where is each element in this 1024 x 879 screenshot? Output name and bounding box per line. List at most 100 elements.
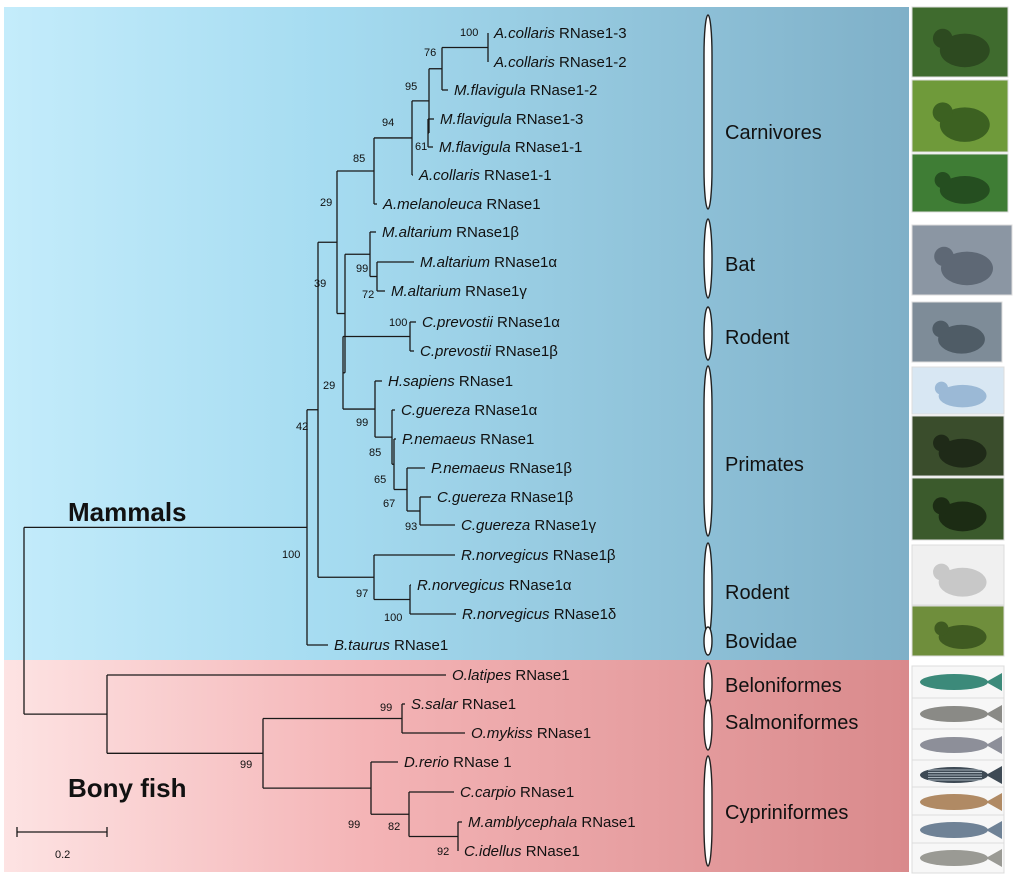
- leaf-label: P.nemaeus RNase1β: [431, 460, 572, 477]
- leaf-species: R.norvegicus: [462, 606, 550, 623]
- leaf-species: P.nemaeus: [431, 460, 505, 477]
- tree-branches: [23, 33, 489, 851]
- leaf-label: R.norvegicus RNase1β: [461, 547, 616, 564]
- leaf-species: M.flavigula: [454, 82, 526, 99]
- grass-carp-thumbnail: [911, 842, 1005, 874]
- bootstrap-value: 39: [314, 278, 326, 290]
- leaf-label: P.nemaeus RNase1: [402, 431, 534, 448]
- bootstrap-value: 65: [374, 474, 386, 486]
- leaf-gene: RNase1α: [490, 254, 557, 271]
- leaf-label: D.rerio RNase 1: [404, 754, 512, 771]
- leaf-gene: RNase1: [476, 431, 534, 448]
- leaf-species: A.melanoleuca: [382, 196, 482, 213]
- bootstrap-value: 99: [348, 819, 360, 831]
- leaf-species: M.altarium: [420, 254, 490, 271]
- leaf-species: M.flavigula: [439, 139, 511, 156]
- leaf-gene: RNase1-1: [480, 167, 552, 184]
- leaf-label: R.norvegicus RNase1α: [417, 577, 572, 594]
- group-bracket: [703, 626, 713, 656]
- leaf-label: B.taurus RNase1: [334, 637, 448, 654]
- bootstrap-value: 67: [383, 498, 395, 510]
- bootstrap-value: 95: [405, 81, 417, 93]
- leaf-species: M.altarium: [382, 224, 452, 241]
- leaf-label: C.guereza RNase1α: [401, 402, 538, 419]
- leaf-label: M.flavigula RNase1-2: [454, 82, 597, 99]
- leaf-gene: RNase1: [577, 814, 635, 831]
- leaf-gene: RNase1-1: [511, 139, 583, 156]
- leaf-gene: RNase1: [482, 196, 540, 213]
- leaf-gene: RNase1β: [505, 460, 572, 477]
- leaf-gene: RNase1γ: [461, 283, 527, 300]
- leaf-species: C.carpio: [460, 784, 516, 801]
- leaf-species: H.sapiens: [388, 373, 455, 390]
- leaf-label: C.carpio RNase1: [460, 784, 574, 801]
- leaf-label: C.idellus RNase1: [464, 843, 580, 860]
- bootstrap-value: 99: [356, 417, 368, 429]
- scale-bar: 0.2: [16, 827, 108, 861]
- group-label: Primates: [725, 454, 804, 476]
- bootstrap-value: 92: [437, 846, 449, 858]
- leaf-label: O.mykiss RNase1: [471, 725, 591, 742]
- bootstrap-value: 29: [323, 380, 335, 392]
- giant-panda-thumbnail: [911, 153, 1009, 213]
- leaf-label: C.guereza RNase1β: [437, 489, 574, 506]
- group-label: Salmoniformes: [725, 712, 858, 734]
- leaf-label: O.latipes RNase1: [452, 667, 570, 684]
- leaf-gene: RNase1: [522, 843, 580, 860]
- bootstrap-value: 42: [296, 421, 308, 433]
- group-bracket: [703, 14, 713, 210]
- leaf-gene: RNase 1: [449, 754, 512, 771]
- group-label: Beloniformes: [725, 675, 842, 697]
- leaf-gene: RNase1β: [549, 547, 616, 564]
- cow-thumbnail: [911, 605, 1005, 657]
- leaf-label: C.prevostii RNase1β: [420, 343, 558, 360]
- leaf-species: A.collaris: [493, 54, 555, 71]
- leaf-species: C.prevostii: [422, 314, 494, 331]
- bootstrap-value: 100: [389, 317, 407, 329]
- group-label: Carnivores: [725, 122, 822, 144]
- mammals-clade-label: Mammals: [68, 497, 187, 527]
- bootstrap-value: 72: [362, 289, 374, 301]
- leaf-species: C.idellus: [464, 843, 522, 860]
- leaf-label: A.collaris RNase1-2: [493, 54, 627, 71]
- leaf-gene: RNase1-3: [512, 111, 584, 128]
- bootstrap-value: 85: [369, 447, 381, 459]
- leaf-species: M.flavigula: [440, 111, 512, 128]
- group-bracket: [703, 662, 713, 705]
- bootstrap-value: 100: [384, 612, 402, 624]
- colobus-monkey-thumbnail: [911, 477, 1005, 541]
- bootstrap-value: 76: [424, 47, 436, 59]
- leaf-label: M.altarium RNase1α: [420, 254, 557, 271]
- bootstrap-value: 100: [460, 27, 478, 39]
- carp-thumbnail: [911, 786, 1005, 818]
- human-family-thumbnail: [911, 366, 1005, 415]
- group-label: Bat: [725, 254, 755, 276]
- group-bracket: [703, 699, 713, 751]
- bootstrap-value: 99: [240, 759, 252, 771]
- leaf-gene: RNase1: [458, 696, 516, 713]
- leaf-label: R.norvegicus RNase1δ: [462, 606, 616, 623]
- leaf-species: C.guereza: [461, 517, 530, 534]
- species-thumbnails: [911, 6, 1013, 874]
- leaf-label: M.amblycephala RNase1: [468, 814, 636, 831]
- group-label: Cypriniformes: [725, 802, 848, 824]
- rat-thumbnail: [911, 544, 1005, 606]
- leaf-species: R.norvegicus: [461, 547, 549, 564]
- leaf-gene: RNase1: [511, 667, 569, 684]
- bootstrap-value: 85: [353, 153, 365, 165]
- group-bracket: [703, 218, 713, 299]
- mammals-background: [4, 7, 909, 660]
- leaf-species: P.nemaeus: [402, 431, 476, 448]
- squirrel-thumbnail: [911, 301, 1003, 363]
- leaf-gene: RNase1: [390, 637, 448, 654]
- medaka-fish-thumbnail: [911, 665, 1005, 699]
- leaf-gene: RNase1α: [470, 402, 537, 419]
- bootstrap-value: 100: [282, 549, 300, 561]
- bootstrap-value: 82: [388, 821, 400, 833]
- bream-thumbnail: [911, 814, 1005, 846]
- group-brackets: CarnivoresBatRodentPrimatesRodentBovidae…: [703, 14, 858, 867]
- leaf-species: C.guereza: [401, 402, 470, 419]
- leaf-species: O.latipes: [452, 667, 512, 684]
- leaf-gene: RNase1: [516, 784, 574, 801]
- group-bracket: [703, 542, 713, 637]
